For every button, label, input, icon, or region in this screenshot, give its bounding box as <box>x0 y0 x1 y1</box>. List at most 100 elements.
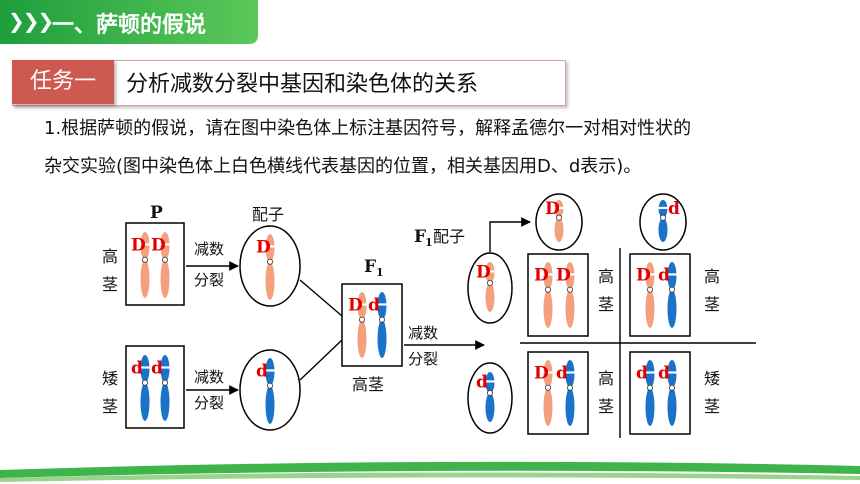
section-header-bar: ❯❯❯ 一、萨顿的假说 <box>0 0 258 44</box>
chromosome-arm <box>565 387 575 426</box>
tall-char1: 高 <box>704 267 720 286</box>
chromosome-arm <box>160 232 170 260</box>
gene-label-d: d <box>658 363 670 383</box>
chromosome-arm <box>160 259 170 298</box>
meiosis-bottom-2: 分裂 <box>194 394 224 412</box>
chromosome-arm <box>565 289 575 328</box>
f1-gamete-sub: 1 <box>425 236 433 249</box>
tall-char1: 高 <box>598 369 614 388</box>
centromere <box>266 382 273 389</box>
task-text: 分析减数分裂中基因和染色体的关系 <box>126 72 479 97</box>
footer-swoosh <box>0 461 860 482</box>
centromere <box>669 286 676 293</box>
top-gamete-D-circle <box>535 193 583 251</box>
p-label: P <box>150 203 163 223</box>
chromosome-arm <box>160 382 170 421</box>
gene-label-D: D <box>556 265 571 285</box>
gene-label-D: D <box>636 265 651 285</box>
chromosome-arm <box>543 360 553 388</box>
gene-label-D: D <box>151 235 166 255</box>
chromosome-arm <box>357 292 367 320</box>
centromere <box>266 258 273 265</box>
gene-label-d: d <box>476 372 488 392</box>
f1-tall-label: 高茎 <box>352 375 384 394</box>
question-line-1: 1.根据萨顿的假说，请在图中染色体上标注基因符号，解释孟德尔一对相对性状的 <box>44 118 692 139</box>
gene-label-d: d <box>636 363 648 383</box>
section-title: 一、萨顿的假说 <box>52 13 207 38</box>
centromere <box>647 286 654 293</box>
offspring-Dd-box-1 <box>629 253 691 337</box>
centromere <box>647 384 654 391</box>
centromere <box>545 286 552 293</box>
tall-char1: 高 <box>102 247 118 266</box>
gene-label-D: D <box>131 235 146 255</box>
centromere <box>660 214 667 221</box>
chromosome-arm <box>645 289 655 328</box>
chromosome-arm <box>140 232 150 260</box>
meiosis-f1-2: 分裂 <box>408 350 438 368</box>
chromosome-arm <box>645 387 655 426</box>
tall-char2: 茎 <box>102 275 118 294</box>
chromosome-arm <box>377 292 387 320</box>
chromosome-top-gamete-d: d <box>658 199 680 242</box>
short-char2: 茎 <box>704 397 720 416</box>
gene-label-D: D <box>256 237 271 257</box>
centromere <box>567 384 574 391</box>
centromere <box>141 379 148 386</box>
centromere <box>161 256 168 263</box>
centromere <box>545 384 552 391</box>
f1-sub: 1 <box>376 266 384 279</box>
offspring-Dd-box-2 <box>527 351 589 435</box>
f1-gamete-label: F <box>414 227 426 247</box>
meiosis-top-1: 减数 <box>194 240 224 258</box>
chromosome-arm <box>265 261 275 300</box>
short-char1: 矮 <box>704 369 720 388</box>
gene-label-d: d <box>256 361 268 381</box>
chromosome-gamete-D: D <box>256 234 275 300</box>
chromosome-Dd1-2: d <box>658 262 677 328</box>
chromosome-f1-gamete-d: d <box>476 372 495 422</box>
gene-label-d: d <box>151 358 163 378</box>
chromosome-arm <box>543 262 553 290</box>
meiosis-top-2: 分裂 <box>194 271 224 289</box>
chromosome-arm <box>543 289 553 328</box>
question-line-2: 杂交实验(图中染色体上白色横线代表基因的位置，相关基因用D、d表示)。 <box>44 156 642 177</box>
chromosome-arm <box>645 360 655 388</box>
chromosome-gamete-d: d <box>256 358 275 424</box>
chromosome-arm <box>645 262 655 290</box>
chromosome-top-gamete-D: D <box>545 199 564 242</box>
gamete-D-circle <box>239 225 301 307</box>
centromere <box>161 379 168 386</box>
centromere <box>486 280 493 287</box>
p-tall-box <box>125 222 185 306</box>
offspring-DD-box <box>527 253 589 337</box>
gene-label-D: D <box>348 295 363 315</box>
tall-char2: 茎 <box>704 295 720 314</box>
f1-label: F <box>364 257 376 277</box>
chromosome-arm <box>565 262 575 290</box>
tall-char1: 高 <box>598 267 614 286</box>
short-char2: 茎 <box>102 397 118 416</box>
chromosome-arm <box>667 387 677 426</box>
f1-gamete-word: 配子 <box>433 227 465 246</box>
chromosome-arm <box>565 360 575 388</box>
chromosome-arm <box>667 360 677 388</box>
chromosome-arm <box>543 387 553 426</box>
centromere <box>669 384 676 391</box>
short-char1: 矮 <box>102 369 118 388</box>
chromosome-arm <box>265 385 275 424</box>
chromosome-DD-1: D <box>534 262 553 328</box>
centromere <box>567 286 574 293</box>
line-cross-top <box>299 279 343 317</box>
gene-label-d: d <box>658 265 670 285</box>
top-gamete-d-circle <box>639 193 687 251</box>
chromosome-arm <box>160 355 170 383</box>
f1-gamete-D-circle <box>467 252 513 324</box>
gene-label-D: D <box>545 199 560 219</box>
line-cross-bottom <box>299 339 343 381</box>
gene-label-d: d <box>131 358 143 378</box>
arrow-to-top-gametes <box>489 217 531 252</box>
chromosome-arm <box>265 234 275 262</box>
chromosome-arm <box>140 382 150 421</box>
chromosome-arm <box>667 289 677 328</box>
